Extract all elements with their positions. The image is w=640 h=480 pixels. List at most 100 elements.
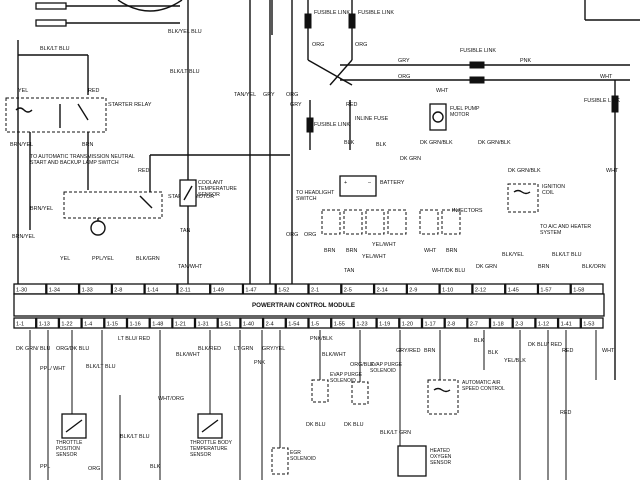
wire-label: BLK/YEL [502, 252, 524, 258]
wire-label: WHT [600, 74, 613, 80]
pcm-pin-label: 2-9 [409, 288, 417, 294]
pcm-pin-label: 1-58 [573, 288, 584, 294]
throttle-position-label: THROTTLE POSITION SENSOR [56, 440, 83, 458]
wire-label: PPL [40, 464, 50, 470]
fusible-link-label: FUSIBLE LINK [584, 98, 620, 104]
wire-label: WHT/ORG [158, 396, 184, 402]
wire-label: BLK/LT BLU [170, 69, 200, 75]
wire-label: BRN [424, 348, 435, 354]
pcm-pin-box [149, 317, 173, 329]
wire-label: PPL/YEL [92, 256, 114, 262]
wire-label: BLK [488, 350, 499, 356]
wire-label: RED [88, 88, 99, 94]
ac-heater-label: TO A/C AND HEATER SYSTEM [540, 224, 592, 236]
starter-relay-label: STARTER RELAY [108, 102, 152, 108]
pcm-pin-box [126, 317, 150, 329]
wire-label: GRY [290, 102, 302, 108]
pcm-pin-box [81, 317, 105, 329]
fusible-link-2 [348, 0, 356, 60]
headlight-switch-label: TO HEADLIGHT SWITCH [296, 190, 335, 202]
wire-label: BLK/YEL BLU [168, 29, 202, 35]
wire-label: ORG [88, 466, 100, 472]
wire-label: BLK/LT GRN [380, 430, 411, 436]
fusible-link-gry [469, 61, 485, 69]
wire-label: BLK [150, 464, 161, 470]
pcm-pin-label: 1-22 [61, 322, 72, 328]
pcm-pin-label: 2-7 [470, 322, 478, 328]
pcm-pin-label: 1-31 [198, 322, 209, 328]
pcm-pin-label: 1-49 [213, 288, 224, 294]
pcm-pin-label: 1-41 [561, 322, 572, 328]
egr-solenoid [271, 447, 289, 475]
wire-label: WHT [424, 248, 437, 254]
wire-label: BLK/LT BLU [552, 252, 582, 258]
pcm-pin-label: 1-18 [493, 322, 504, 328]
wire-label: BRN [446, 248, 457, 254]
wire-label: TAN [180, 228, 190, 234]
heated-oxygen-sensor [397, 445, 427, 477]
pcm-pin-box [262, 317, 286, 329]
wire-label: BRN [324, 248, 335, 254]
pcm-pin-label: 1-47 [245, 288, 256, 294]
wire-label: BLK/LT BLU [86, 364, 116, 370]
wire-label: BRN/YEL [10, 142, 33, 148]
pcm-pin-label: 1-23 [356, 322, 367, 328]
pcm-pin-box [308, 317, 332, 329]
gauge-outline [117, 0, 183, 12]
wire-label: BLK [474, 338, 485, 344]
wire-label: ORG [398, 74, 410, 80]
inline-fuse [306, 100, 351, 150]
wire-label: GRY/RED [396, 348, 421, 354]
wire-label: PNK [254, 360, 265, 366]
pcm-pin-label: 1-17 [425, 322, 436, 328]
svg-text:–: – [368, 180, 371, 186]
wire-label: RED [346, 102, 357, 108]
fusible-link-label: FUSIBLE LINK [460, 48, 496, 54]
wire-label: WHT [436, 88, 449, 94]
wire-label: WHT [606, 168, 619, 174]
pcm-pin-label: 2-11 [180, 288, 191, 294]
pcm-pin-label: 2-12 [475, 288, 486, 294]
evap-solenoid-1-label: EVAP PURGE SOLENOID [330, 372, 363, 384]
wire-label: WHT/DK BLU [432, 268, 465, 274]
wire-label: DK BLU/ RED [528, 342, 562, 348]
pcm-pin-label: 1-51 [220, 322, 231, 328]
pcm-pin-box [580, 317, 604, 329]
wire-label: YEL/WHT [372, 242, 397, 248]
wire-label: BLK/WHT [322, 352, 347, 358]
pcm-pin-box [535, 317, 559, 329]
wire-label: BLK/LT BLU [120, 434, 150, 440]
pcm-pin-box [13, 317, 37, 329]
wire-label: YEL [18, 88, 28, 94]
pcm-pin-label: 2-8 [447, 322, 455, 328]
wire-label: DK GRN [476, 264, 497, 270]
pcm-pin-label: 1-5 [311, 322, 319, 328]
fusible-link-right [611, 95, 619, 113]
battery-label: BATTERY [380, 180, 405, 186]
wire-label: ORG [355, 42, 367, 48]
throttle-body-temperature-sensor [197, 413, 223, 439]
pcm-pin-label: 1-54 [288, 322, 299, 328]
pcm-pin-box [172, 317, 196, 329]
pcm-pin-box [467, 317, 491, 329]
pcm-pin-label: 1-30 [16, 288, 27, 294]
wire-label: DK GRN [400, 156, 421, 162]
pcm-pin-label: 1-19 [379, 322, 390, 328]
ignition-coil-label: IGNITION COIL [542, 184, 566, 196]
egr-solenoid-label: EGR SOLENOID [290, 450, 316, 462]
pcm-pin-label: 2-3 [515, 322, 523, 328]
wire-label: DK GRN/BLK [478, 140, 511, 146]
pcm-pin-box [376, 317, 400, 329]
pcm-pin-label: 1-33 [82, 288, 93, 294]
wire-label: RED [138, 168, 149, 174]
pcm-pin-box [285, 317, 309, 329]
pcm-pin-label: 1-15 [107, 322, 118, 328]
pcm-pin-box [444, 317, 468, 329]
wire-label: TAN/WHT [178, 264, 203, 270]
wire-label: DK BLU [344, 422, 364, 428]
wire-label: GRY/YEL [262, 346, 285, 352]
fusible-link-label: FUSIBLE LINK [358, 10, 394, 16]
pcm-pin-box [557, 317, 581, 329]
powertrain-control-module: POWERTRAIN CONTROL MODULE [13, 293, 605, 317]
